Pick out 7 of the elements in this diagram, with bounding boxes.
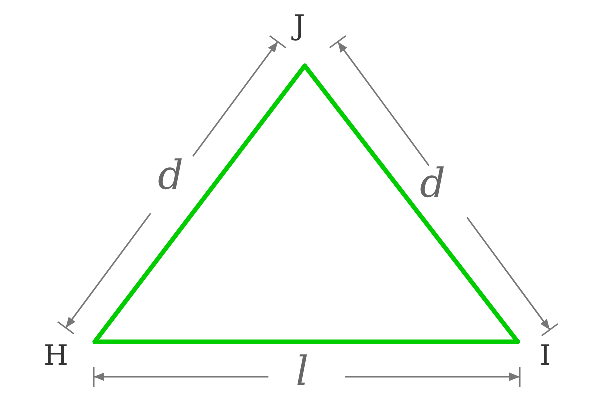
vertex-label: I [518, 330, 568, 370]
dimension-label: l [296, 352, 309, 392]
dimension-label: d [420, 164, 446, 204]
vertex-label: J [285, 8, 327, 66]
dimension-label: d [158, 156, 184, 196]
triangle-side [92, 340, 520, 344]
vertex-label: H [38, 330, 95, 370]
